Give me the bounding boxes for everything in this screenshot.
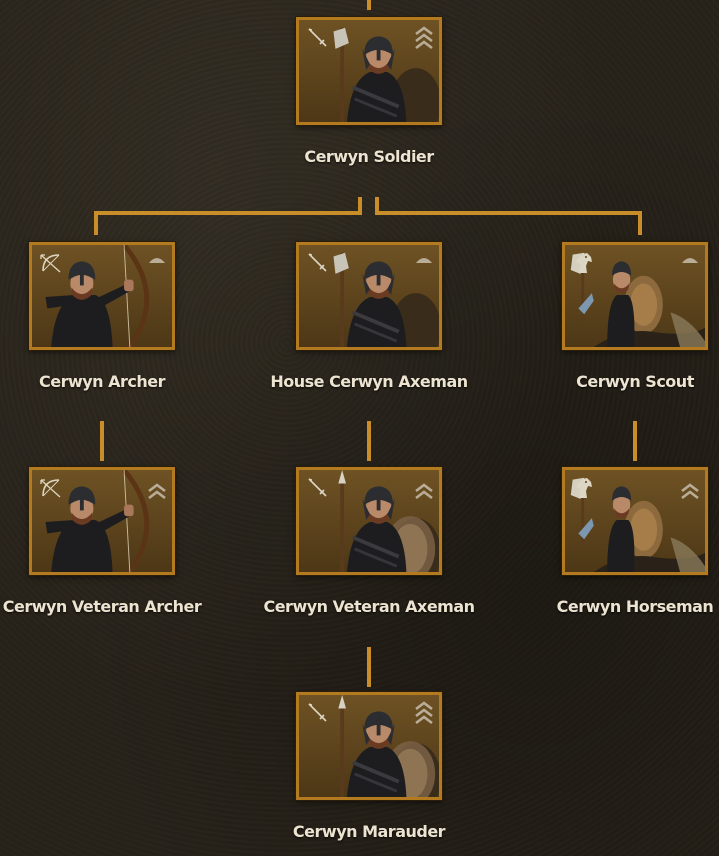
tier-chevron-icon [149, 258, 165, 263]
tier-chevron-icon [416, 258, 432, 263]
unit-name-soldier: Cerwyn Soldier [304, 147, 434, 166]
unit-name-marauder: Cerwyn Marauder [292, 822, 446, 841]
connector-line-left-horizontal [94, 211, 362, 215]
tier-chevron-icon [148, 483, 166, 500]
unit-card-horseman[interactable] [562, 467, 708, 575]
connector-line-right-horizontal [375, 211, 642, 215]
connector-line-veteran-marauder [367, 647, 371, 687]
connector-line-left-down [358, 197, 362, 214]
sword-icon [308, 478, 327, 497]
unit-card-axeman[interactable] [296, 242, 442, 350]
tier-chevron-icon [682, 258, 698, 263]
horse-icon [576, 253, 592, 273]
connector-line-top [367, 0, 371, 10]
unit-name-axeman: House Cerwyn Axeman [270, 372, 468, 391]
unit-card-scout[interactable] [562, 242, 708, 350]
unit-name-horseman: Cerwyn Horseman [556, 597, 714, 616]
sword-icon [308, 28, 327, 47]
unit-card-veteran-axeman[interactable] [296, 467, 442, 575]
unit-portrait [45, 470, 150, 572]
unit-portrait [338, 695, 439, 797]
connector-line-right-down [375, 197, 379, 214]
tier-chevron-icon [415, 483, 433, 500]
unit-portrait [570, 252, 705, 347]
sword-icon [308, 253, 327, 272]
unit-card-veteran-archer[interactable] [29, 467, 175, 575]
unit-name-archer: Cerwyn Archer [38, 372, 166, 391]
connector-line-archer-veteran [100, 421, 104, 461]
unit-portrait [338, 470, 439, 572]
bow-icon [40, 254, 61, 273]
tier-chevron-icon [415, 26, 433, 50]
connector-line-scout-drop [638, 211, 642, 235]
unit-portrait [45, 245, 150, 347]
unit-portrait [333, 27, 439, 122]
unit-name-veteran-axeman: Cerwyn Veteran Axeman [263, 597, 475, 616]
bow-icon [40, 479, 61, 498]
connector-line-archer-drop [94, 211, 98, 235]
connector-line-scout-horseman [633, 421, 637, 461]
tier-chevron-icon [415, 701, 433, 725]
unit-name-veteran-archer: Cerwyn Veteran Archer [2, 597, 202, 616]
unit-portrait [333, 252, 439, 347]
unit-card-marauder[interactable] [296, 692, 442, 800]
tier-chevron-icon [681, 483, 699, 500]
unit-card-soldier[interactable] [296, 17, 442, 125]
connector-line-axeman-veteran [367, 421, 371, 461]
horse-icon [576, 478, 592, 498]
unit-name-scout: Cerwyn Scout [576, 372, 694, 391]
unit-card-archer[interactable] [29, 242, 175, 350]
sword-icon [308, 703, 327, 722]
